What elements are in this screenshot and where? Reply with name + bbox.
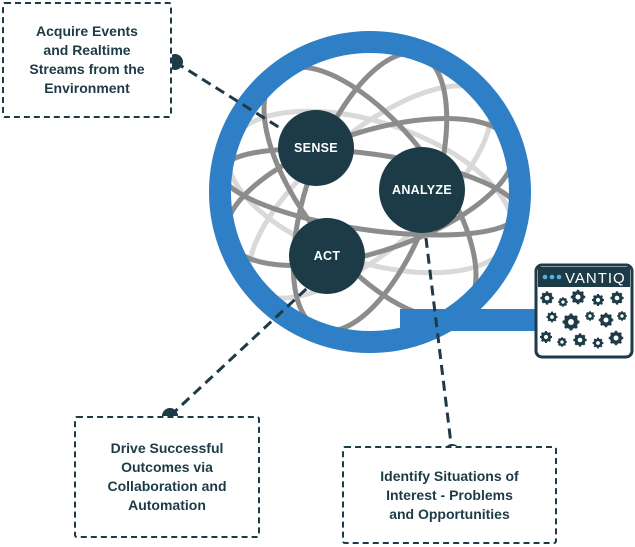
callout-acquire-text: Acquire Events and Realtime Streams from… [29, 23, 145, 96]
gear-icon [573, 333, 587, 347]
gear-icon [608, 330, 624, 346]
gears-icon [539, 289, 627, 349]
gear-icon [558, 297, 568, 307]
callout-drive: Drive Successful Outcomes via Collaborat… [74, 416, 260, 538]
leader-lines [168, 60, 454, 453]
node-act-label: ACT [314, 249, 341, 263]
blue-ring [209, 31, 531, 353]
gear-icon [610, 291, 624, 305]
vantiq-logo: VANTIQ [534, 263, 634, 359]
logo-dot-2 [549, 274, 555, 280]
node-act: ACT [289, 218, 365, 294]
logo-dot-1 [542, 274, 548, 280]
gear-icon [585, 311, 595, 321]
gear-icon [539, 330, 553, 344]
gear-icon [570, 289, 586, 305]
node-analyze-label: ANALYZE [392, 183, 452, 197]
gear-icon [562, 313, 580, 331]
gear-icon [546, 311, 558, 323]
gear-icon [617, 311, 627, 321]
blue-ring-tail [400, 309, 550, 331]
callout-drive-text: Drive Successful Outcomes via Collaborat… [107, 440, 227, 513]
callout-identify-text: Identify Situations of Interest - Proble… [380, 467, 519, 522]
callout-identify: Identify Situations of Interest - Proble… [342, 446, 557, 544]
node-sense: SENSE [278, 110, 354, 186]
gear-icon [598, 312, 614, 328]
gear-icon [591, 293, 605, 307]
gear-icon [540, 291, 554, 305]
leader-sense [174, 60, 297, 140]
logo-dot-3 [556, 274, 562, 280]
gear-icon [592, 337, 604, 349]
gear-icon [557, 337, 567, 347]
node-sense-label: SENSE [294, 141, 338, 155]
leader-analyze [422, 221, 454, 453]
callout-acquire: Acquire Events and Realtime Streams from… [2, 2, 172, 118]
logo-text: VANTIQ [565, 270, 626, 287]
leader-act [168, 276, 320, 418]
node-analyze: ANALYZE [379, 147, 465, 233]
